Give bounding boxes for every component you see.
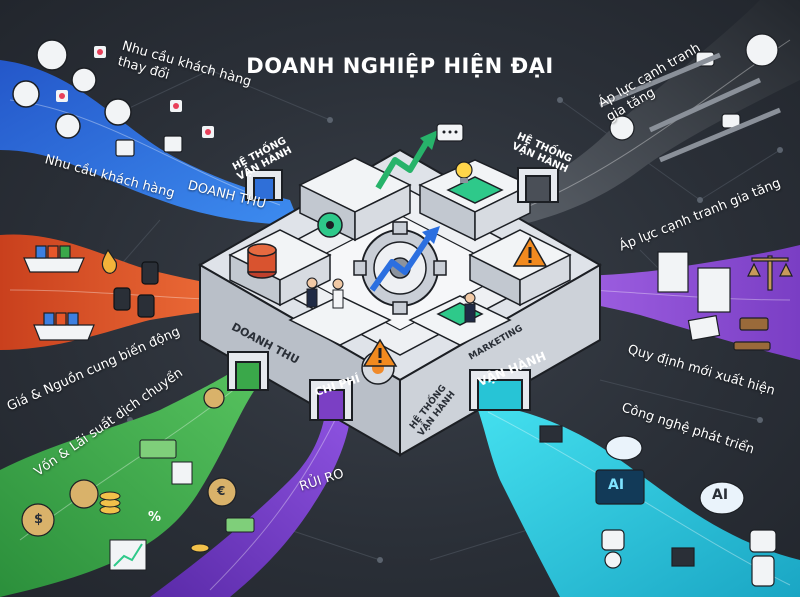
competition-stream xyxy=(505,0,800,225)
competition-arrows xyxy=(599,52,781,163)
money-bag-icon xyxy=(21,387,237,537)
lightbulb-icon xyxy=(455,161,473,183)
badge-euro: € xyxy=(217,484,226,498)
green-gear-icon xyxy=(317,212,343,238)
heart-icon xyxy=(56,46,214,138)
customer-stream xyxy=(0,60,300,225)
database-stack-icon xyxy=(247,243,277,279)
growth-arrow-icon xyxy=(369,233,433,292)
entry-gate xyxy=(227,167,559,421)
warning-icon xyxy=(362,338,398,367)
badge-percent: % xyxy=(148,510,162,525)
capital-stream xyxy=(0,372,258,597)
badge-dollar: $ xyxy=(34,512,44,527)
chip-icon xyxy=(539,425,695,567)
page-title: DOANH NGHIỆP HIỆN ĐẠI xyxy=(246,54,554,78)
top-growth-arrow-icon xyxy=(375,130,438,190)
competitor-logo-icon xyxy=(609,33,779,141)
cloud-icon xyxy=(605,435,745,515)
warning-icon xyxy=(512,236,548,267)
document-icon xyxy=(657,251,731,341)
banknote-icon xyxy=(139,439,255,533)
oil-drop-icon xyxy=(101,248,117,274)
gavel-icon xyxy=(733,317,771,351)
people-icon xyxy=(306,277,476,323)
coin-stack-icon xyxy=(99,491,210,553)
cargo-ship-icon xyxy=(23,245,95,341)
badge-ai-right: AI xyxy=(712,487,729,503)
oil-barrel-icon xyxy=(113,261,159,318)
bar-chart-icon xyxy=(109,461,193,571)
shopping-cart-icon xyxy=(115,135,183,157)
robot-icon xyxy=(601,529,777,587)
user-avatar-icon xyxy=(12,39,132,139)
scales-icon xyxy=(747,255,793,291)
chat-icon xyxy=(436,123,464,142)
badge-ai-left: AI xyxy=(608,477,625,493)
regulation-stream xyxy=(545,245,800,360)
risk-stream xyxy=(150,415,350,597)
